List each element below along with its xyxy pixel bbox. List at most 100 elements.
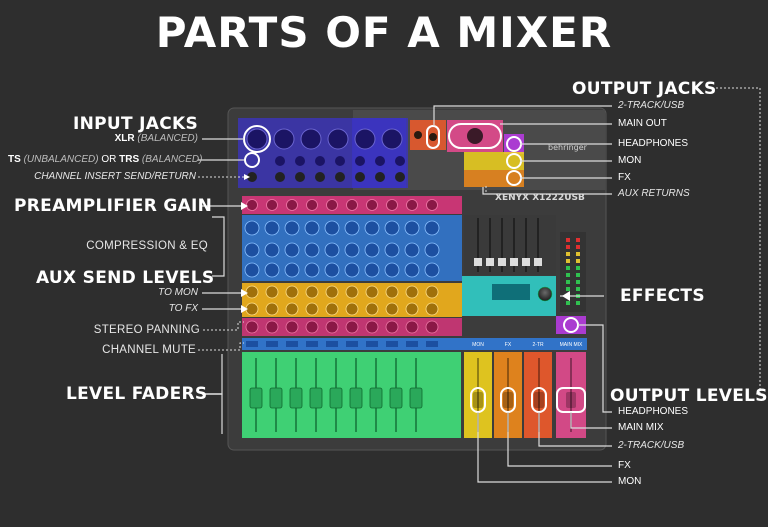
label-effects: EFFECTS: [620, 286, 705, 306]
meter-led: [576, 280, 580, 284]
trs-jack-row: [275, 156, 405, 166]
eq-knob: [344, 220, 360, 236]
meter-led: [576, 238, 580, 242]
xlr-jack: [354, 128, 376, 150]
eq-knob: [344, 242, 360, 258]
model-text: XENYX X1222USB: [495, 193, 585, 203]
gain-knob: [286, 199, 298, 211]
master-fader-track: [513, 218, 515, 272]
eq-knob: [364, 220, 380, 236]
2track-fader-region: [524, 352, 552, 438]
master-fader-track: [501, 218, 503, 272]
aux-knob: [385, 302, 399, 316]
mute-button: [306, 341, 318, 347]
output-faders: [473, 358, 576, 432]
master-fader-track: [477, 218, 479, 272]
eq-knob: [424, 242, 440, 258]
insert-jack: [335, 172, 345, 182]
aux-knob: [265, 302, 279, 316]
aux-knobs: [245, 285, 439, 316]
insert-jack: [275, 172, 285, 182]
main-out-ring: [448, 123, 502, 149]
pan-knob: [385, 320, 399, 334]
output-fader-track: [477, 358, 479, 432]
label-compression-eq: COMPRESSION & EQ: [86, 240, 208, 252]
meter-led: [576, 245, 580, 249]
meter-led: [576, 301, 580, 305]
label-output-levels: OUTPUT LEVELS: [610, 386, 768, 406]
brand-text: behringer: [548, 143, 588, 152]
insert-jack: [375, 172, 385, 182]
label-xlr: XLR: [114, 133, 135, 144]
eq-knob: [284, 220, 300, 236]
gain-knob: [266, 199, 278, 211]
label-fx-jack: FX: [618, 172, 631, 183]
insert-jack: [395, 172, 405, 182]
master-fader-cap: [510, 258, 518, 266]
output-fader-cap: [534, 392, 544, 408]
label-or: OR: [101, 154, 117, 165]
label-to-fx: TO FX: [168, 303, 198, 314]
mute-button: [366, 341, 378, 347]
insert-jack-row: [247, 172, 405, 182]
gain-knob: [366, 199, 378, 211]
fader-cap: [369, 387, 383, 409]
label-headphones-jack: HEADPHONES: [618, 138, 689, 149]
strip-label-fx: FX: [505, 342, 512, 348]
master-fader-cap: [498, 258, 506, 266]
aux-knob: [425, 302, 439, 316]
meter-led: [566, 301, 570, 305]
label-xlr-note: (BALANCED): [137, 133, 198, 144]
pan-knob: [305, 320, 319, 334]
aux-knob: [345, 302, 359, 316]
strip-label-mon: MON: [472, 342, 484, 348]
eq-knob: [324, 262, 340, 278]
gain-knob: [406, 199, 418, 211]
label-out-headphones: HEADPHONES: [618, 406, 689, 417]
eq-knob: [244, 262, 260, 278]
insert-jack: [315, 172, 325, 182]
meter-led: [566, 245, 570, 249]
trs-jack: [275, 156, 285, 166]
gain-knob: [306, 199, 318, 211]
aux-knob: [325, 285, 339, 299]
meter-led: [576, 273, 580, 277]
pan-knobs: [245, 320, 439, 334]
aux-knob: [365, 302, 379, 316]
effects-display: [492, 284, 530, 300]
aux-knob: [265, 285, 279, 299]
mute-button: [406, 341, 418, 347]
aux-knob: [345, 285, 359, 299]
eq-knob: [304, 220, 320, 236]
eq-knob: [304, 262, 320, 278]
label-channel-mute: CHANNEL MUTE: [102, 344, 196, 356]
fader-cap: [309, 387, 323, 409]
eq-knob: [384, 242, 400, 258]
pan-knob: [325, 320, 339, 334]
strip-label-main: MAIN MIX: [560, 342, 583, 348]
xlr-jack: [300, 128, 322, 150]
headphones-level-region: [556, 316, 586, 334]
eq-knob: [244, 220, 260, 236]
meter-led: [576, 287, 580, 291]
label-main-out: MAIN OUT: [618, 118, 667, 129]
label-out-mon: MON: [618, 476, 642, 487]
xlr-jack: [327, 128, 349, 150]
gain-knob: [346, 199, 358, 211]
mute-button: [386, 341, 398, 347]
aux-knob: [405, 302, 419, 316]
aux-knob: [325, 302, 339, 316]
master-fader-track: [489, 218, 491, 272]
eq-knob: [404, 220, 420, 236]
eq-knob: [284, 242, 300, 258]
label-output-jacks: OUTPUT JACKS: [572, 79, 717, 99]
meter-led: [566, 259, 570, 263]
insert-jack: [295, 172, 305, 182]
label-trs-note: (BALANCED): [141, 154, 203, 165]
eq-knob: [324, 220, 340, 236]
label-2track-usb: 2-TRACK/USB: [618, 100, 685, 111]
mute-button: [346, 341, 358, 347]
meter-led: [566, 238, 570, 242]
strip-label-2tr: 2-TR: [532, 342, 544, 348]
